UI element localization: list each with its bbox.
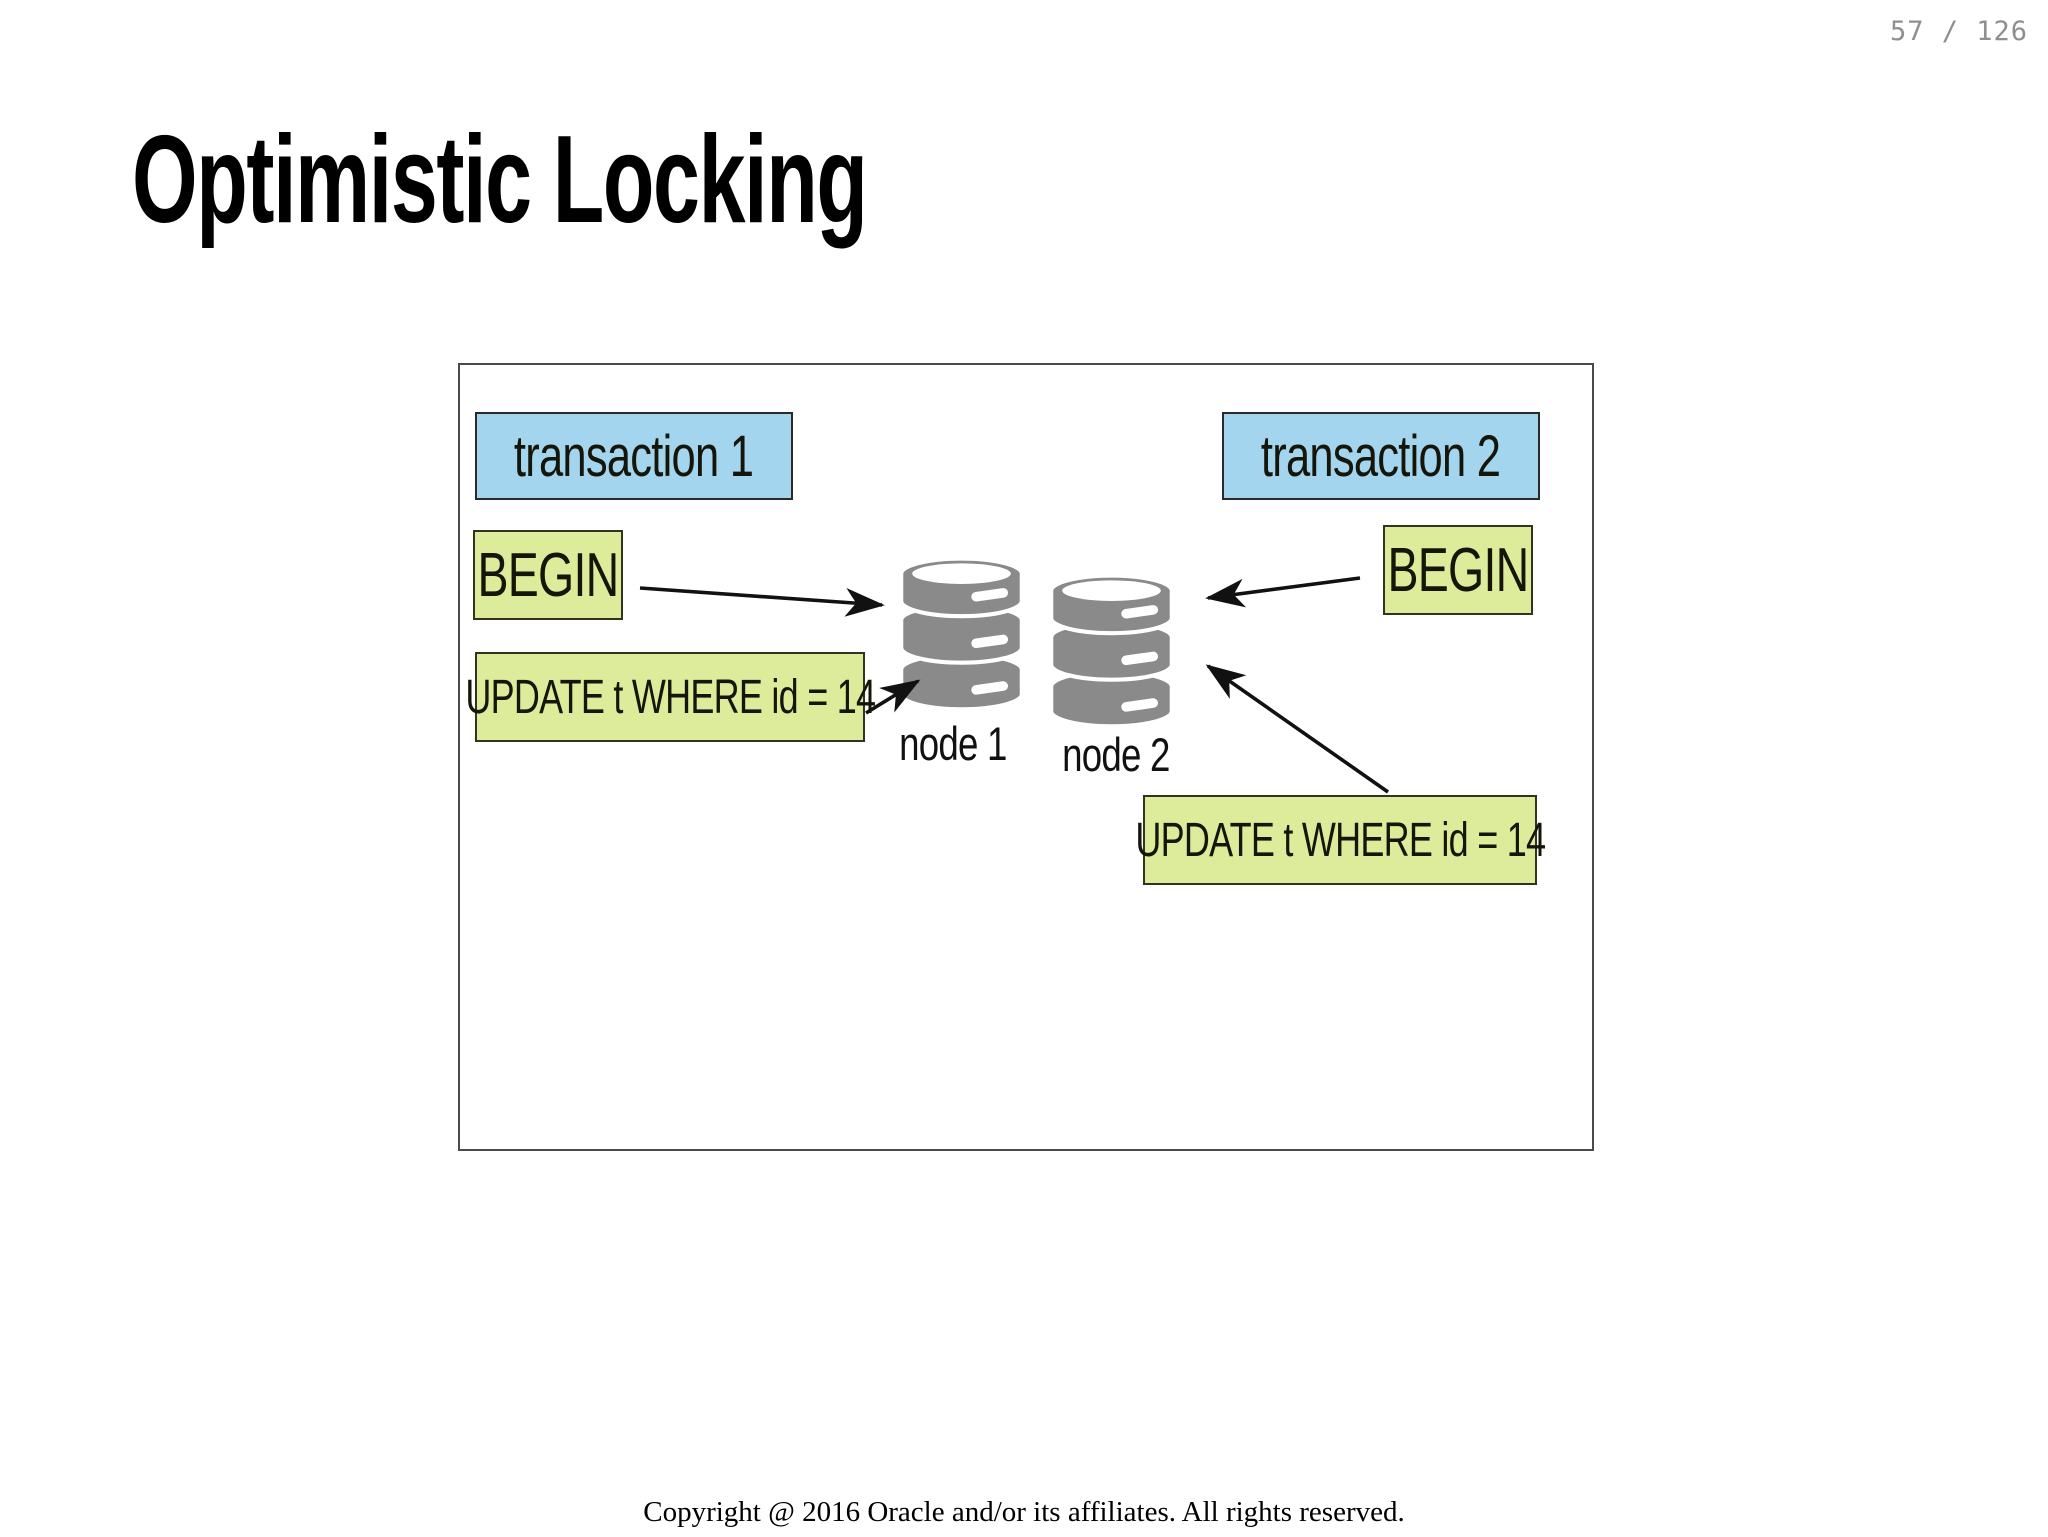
transaction-1-label: transaction 1 bbox=[514, 423, 754, 489]
node-1-label: node 1 bbox=[898, 717, 1007, 770]
transaction-1-box: transaction 1 bbox=[475, 412, 793, 500]
begin-1-label: BEGIN bbox=[477, 540, 620, 610]
transaction-2-box: transaction 2 bbox=[1222, 412, 1540, 500]
update-1-box: UPDATE t WHERE id = 14 bbox=[465, 652, 876, 742]
database-icon-node1 bbox=[899, 557, 1024, 712]
database-icon-node2 bbox=[1049, 574, 1174, 729]
transaction-2-label: transaction 2 bbox=[1261, 423, 1501, 489]
begin-1-box: BEGIN bbox=[473, 530, 623, 620]
node-1-label-wrap: node 1 bbox=[880, 716, 1025, 771]
begin-2-label: BEGIN bbox=[1387, 535, 1530, 605]
page-number: 57 / 126 bbox=[1889, 16, 2028, 47]
update-2-box: UPDATE t WHERE id = 14 bbox=[1135, 795, 1546, 885]
node-2-label: node 2 bbox=[1061, 728, 1170, 781]
begin-2-box: BEGIN bbox=[1383, 525, 1533, 615]
copyright-text: Copyright @ 2016 Oracle and/or its affil… bbox=[643, 1496, 1405, 1528]
update-1-label: UPDATE t WHERE id = 14 bbox=[465, 670, 876, 724]
update-2-label: UPDATE t WHERE id = 14 bbox=[1135, 813, 1546, 867]
node-2-label-wrap: node 2 bbox=[1043, 727, 1188, 782]
page-title: Optimistic Locking bbox=[132, 111, 868, 249]
